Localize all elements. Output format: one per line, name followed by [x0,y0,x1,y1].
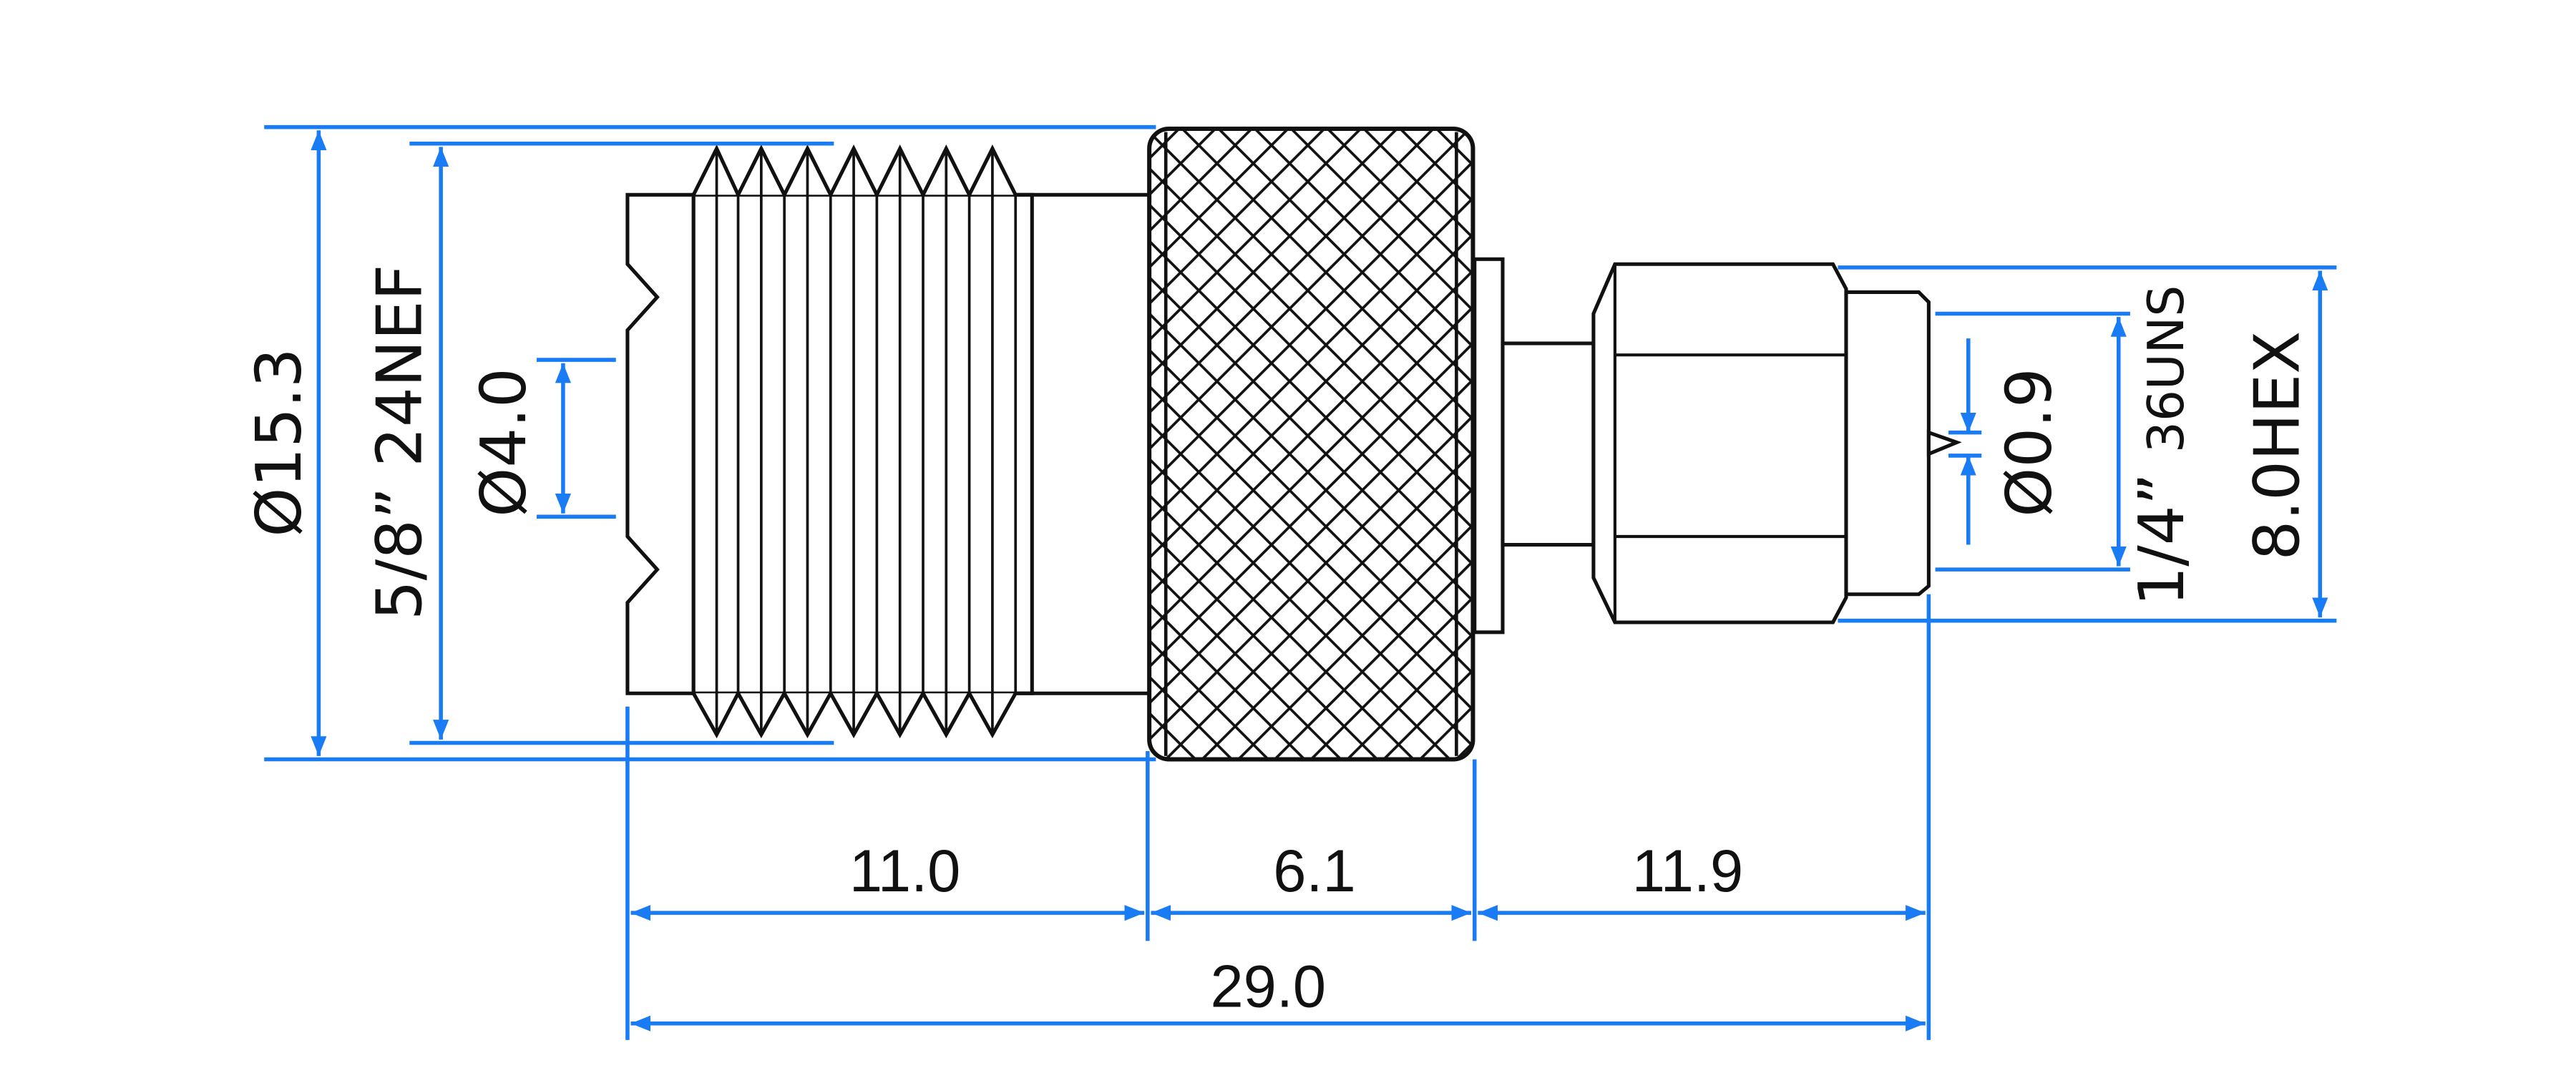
thread-section [691,144,1034,739]
right-fitting [1473,257,1962,635]
hex-size-label: 8.0HEX [2240,331,2313,561]
neck [1032,192,1148,695]
pin-diameter-label: Ø0.9 [1993,368,2066,516]
thread-right-spec: 36UNS [2138,285,2195,453]
length-total-label: 29.0 [1210,954,1326,1020]
thread-right-size: 1/4” [2125,473,2198,607]
length-left-label: 11.0 [849,838,960,904]
outer-diameter-label: Ø15.3 [243,348,316,536]
left-body [625,192,696,695]
length-right-label: 11.9 [1632,838,1744,904]
bore-diameter-label: Ø4.0 [467,368,540,516]
length-knurl-label: 6.1 [1273,838,1355,904]
dimension-lines [264,124,2337,1040]
thread-left-label: 5/8” 24NEF [363,265,436,620]
knurled-nut [1147,127,1475,762]
thread-right-label: 1/4” 36UNS [2125,285,2198,607]
